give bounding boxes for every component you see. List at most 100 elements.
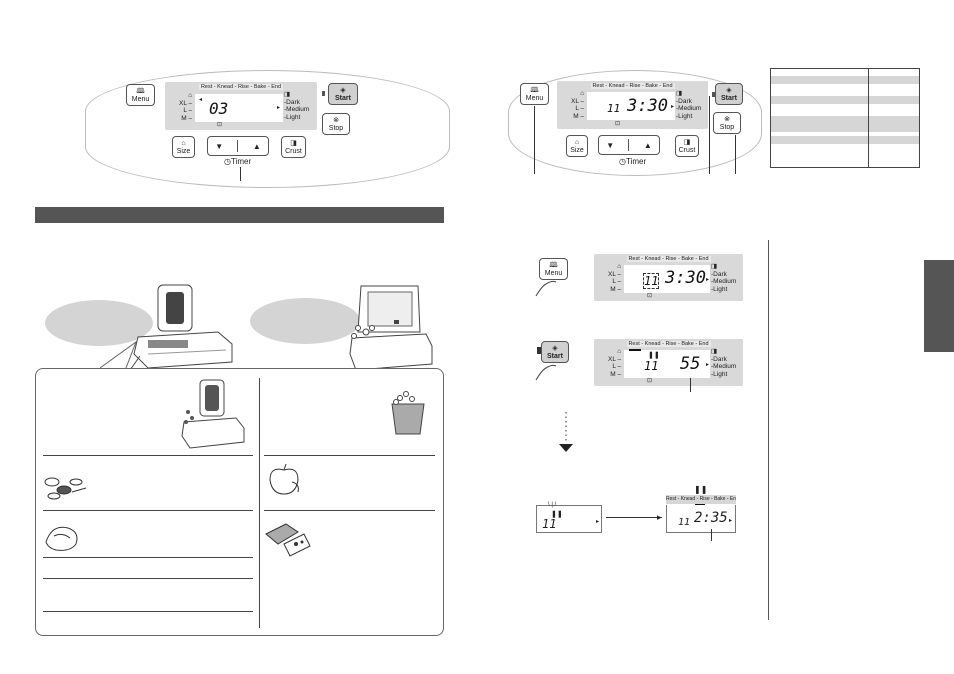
start-button-label: Start (335, 94, 351, 102)
blink-rays-icon: \ | / (548, 502, 557, 508)
finger-press-icon (535, 280, 557, 297)
stop-leader-line (735, 135, 736, 174)
stop-button-label: Stop (719, 123, 735, 131)
stage-indicator: Rest - Knead - Rise - Bake - End (626, 256, 711, 262)
rest-icon: ❚❚ (648, 352, 660, 359)
start-button[interactable]: ◈ Start (715, 83, 743, 105)
size-indicator: ⌂ XL – L – M – (608, 263, 622, 293)
bread-machine-open-dispenser-illustration (129, 284, 233, 371)
menu-number: 11 (678, 517, 691, 528)
time-display: 2:35 (694, 510, 728, 526)
step-start-button[interactable]: ◈ Start (541, 341, 569, 363)
menu-button-label: Menu (131, 95, 150, 103)
chapter-tab (924, 260, 954, 352)
crust-icon: ◨ (711, 348, 718, 355)
step4-display-frame (666, 505, 736, 533)
crust-icon: ◨ (676, 90, 683, 97)
loaf-icon: ⌂ (580, 90, 585, 97)
bread-machine-lid-open-illustration (349, 285, 433, 371)
apple-illustration (269, 463, 299, 495)
step3-display-frame (536, 505, 602, 533)
step1-lcd: Rest - Knead - Rise - Bake - End ⌂ XL – … (594, 254, 743, 301)
start-icon: ◈ (340, 86, 346, 94)
crust-button-label: Crust (678, 146, 696, 154)
size-indicator: ⌂ XL – L – M – (608, 348, 622, 378)
fruit-peel-illustration (45, 526, 78, 551)
arrow-head-icon: ▸ (657, 512, 662, 522)
timer-leader-line (240, 167, 241, 181)
cheese-chocolate-illustration (265, 523, 311, 557)
clock-icon: ◷ (224, 157, 231, 166)
loaf-icon: ⌂ (617, 263, 622, 270)
up-arrow-icon[interactable]: ▲ (643, 140, 652, 150)
menu-number-blinking: 11 (642, 273, 660, 289)
size-button[interactable]: ⌂ Size (566, 135, 588, 157)
time-leader-line (690, 378, 691, 392)
stop-button[interactable]: ⊗ Stop (713, 112, 741, 134)
menu-number: 11 (607, 102, 621, 115)
menu-button[interactable]: 🕮 Menu (520, 83, 549, 105)
bucket-with-nuts-illustration (391, 391, 425, 435)
ingredient-info-box (35, 368, 444, 636)
lcd-display-right: Rest - Knead - Rise - Bake - End ⌂ XL – … (557, 81, 708, 129)
start-icon: ◈ (552, 344, 558, 352)
crust-icon: ◨ (711, 263, 718, 270)
size-button-label: Size (570, 146, 584, 154)
timer-arrows[interactable]: ▼ ▲ (598, 135, 660, 155)
divider-line (43, 510, 253, 511)
loaf-icon: ⌂ (188, 92, 193, 99)
callout-bubble-right (250, 298, 360, 344)
crust-button[interactable]: ◨ Crust (281, 136, 306, 158)
start-indicator-led (537, 347, 541, 354)
size-button-label: Size (176, 147, 191, 155)
section-header-bar (35, 207, 444, 223)
rest-icon: ❚❚ (694, 485, 708, 494)
menu-number: 11 (644, 359, 659, 373)
stop-button[interactable]: ⊗ Stop (322, 113, 350, 135)
loaf-icon: ⌂ (574, 138, 580, 146)
timer-arrows[interactable]: ▼ ▲ (207, 136, 269, 156)
step4-stage-strip: Rest - Knead - Rise - Bake - End (666, 495, 736, 504)
menu-number: 03 (209, 99, 229, 118)
divider-line (43, 611, 253, 612)
reference-table (770, 68, 920, 168)
size-button[interactable]: ⌂ Size (172, 136, 195, 158)
down-arrow-icon[interactable]: ▼ (606, 140, 615, 150)
loaf-icon: ⊡ (615, 121, 621, 127)
menu-leader-line (534, 106, 535, 174)
divider-line (43, 455, 253, 456)
menu-button-label: Menu (525, 94, 544, 102)
stage-indicator: Rest - Knead - Rise - Bake - End (590, 83, 675, 89)
rest-time-display: 55 (680, 354, 701, 374)
menu-button[interactable]: 🕮 Menu (126, 84, 155, 106)
arrow-right-icon: ▸ (596, 519, 600, 525)
stage-indicator: Rest - Knead - Rise - Bake - End (198, 84, 284, 90)
start-indicator-led (712, 92, 715, 97)
rest-icon: ❚❚ (551, 511, 563, 518)
book-icon: 🕮 (136, 87, 145, 95)
crust-icon: ◨ (290, 139, 297, 147)
callout-pointer (100, 340, 138, 369)
down-arrow-icon[interactable]: ▼ (215, 141, 224, 151)
arrow-right-icon: ▸ (706, 277, 710, 283)
up-arrow-icon[interactable]: ▲ (252, 141, 261, 151)
crust-indicator: ◨ -Dark -Medium -Light (676, 90, 702, 120)
stop-icon: ⊗ (724, 115, 730, 123)
book-icon: 🕮 (530, 86, 539, 94)
crust-button[interactable]: ◨ Crust (675, 135, 699, 157)
lcd-display-left: Rest - Knead - Rise - Bake - End ⌂ XL – … (165, 82, 317, 130)
size-indicator: ⌂ XL – L – M – (571, 90, 585, 120)
arrow-right-icon: ▸ (277, 105, 281, 111)
loaf-icon: ⌂ (181, 139, 186, 147)
start-button-label: Start (721, 94, 737, 102)
step-menu-button[interactable]: 🕮 Menu (539, 258, 568, 280)
start-button[interactable]: ◈ Start (328, 83, 358, 105)
arrow-right-icon: ▸ (706, 362, 710, 368)
time-leader-line (711, 529, 712, 541)
crust-icon: ◨ (284, 91, 291, 98)
clock-icon: ◷ (619, 157, 626, 166)
rest-stage-marker (629, 349, 641, 351)
crust-indicator: ◨ -Dark -Medium -Light (711, 263, 737, 293)
divider-line (43, 578, 253, 579)
crust-indicator: ◨ -Dark -Medium -Light (711, 348, 737, 378)
